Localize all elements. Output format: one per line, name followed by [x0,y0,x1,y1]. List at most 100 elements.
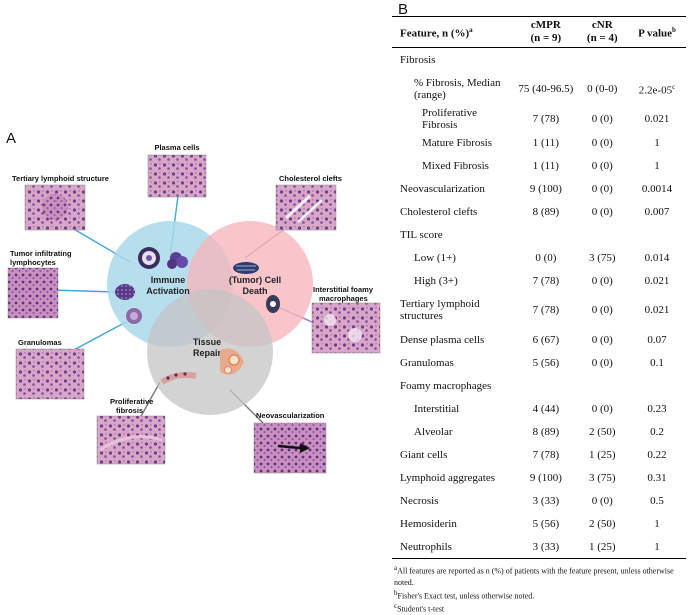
feature-cell: High (3+) [392,269,515,292]
cmpr-cell: 8 (89) [515,200,576,223]
p-value-cell: 0.23 [628,397,686,420]
p-value-cell: 2.2e-05c [628,71,686,107]
cnr-cell-text: 0 (0) [591,113,613,125]
feature-cell: Dense plasma cells [392,328,515,351]
cmpr-cell-text: 1 (11) [532,136,559,149]
feature-cell-text: Alveolar [414,425,453,438]
cnr-cell: 0 (0) [577,269,628,292]
cnr-cell-text: 0 (0) [591,274,613,287]
cnr-cell-text: 0 (0) [591,402,613,415]
interstitial-foamy-label-line2: macrophages [319,294,368,303]
connector-prolif [139,381,161,419]
table-footnotes: aAll features are reported as n (%) of p… [392,563,686,615]
feature-cell-text: Interstitial [414,402,460,415]
cnr-cell-text: 0 (0) [591,333,613,346]
cmpr-cell: 6 (67) [515,328,576,351]
p-value-column-header: P valueb [628,16,686,48]
cnr-cell: 3 (75) [577,246,628,269]
cnr-cell-text: 0 (0) [591,136,613,149]
feature-cell: Fibrosis [392,48,515,72]
lymphocyte-cluster-icon [115,284,135,300]
fibrosis-icon [160,371,197,385]
feature-cell-text: Mature Fibrosis [422,136,492,149]
connector-gran [69,321,127,353]
cmpr-cell-text: 75 (40-96.5) [518,83,574,95]
cmpr-cell: 7 (78) [515,292,576,328]
plasma-cells-image [147,154,207,198]
cmpr-cell-text: 6 (67) [532,333,560,346]
table-row: % Fibrosis, Median (range)75 (40-96.5)0 … [392,71,686,107]
immune-label-line2: Activation [146,286,190,296]
p-value-sup: c [672,83,676,92]
plasma-cell-icon [167,252,188,269]
p-value-cell: 0.31 [628,466,686,489]
p-value-cell: 1 [628,154,686,177]
feature-cell-text: Neutrophils [400,540,452,553]
feature-cell: Foamy macrophages [392,374,515,397]
p-value-cell: 0.22 [628,443,686,466]
proliferative-fibrosis-label-line1: Proliferative [110,397,153,406]
tertiary-lymphoid-structure-image [24,184,86,231]
cmpr-cell: 5 (56) [515,351,576,374]
p-value-cell-text: 0.22 [647,448,667,461]
foamy-macrophage-icon [266,295,280,313]
feature-cell: Interstitial [392,397,515,420]
table-row: Dense plasma cells 6 (67) 0 (0) 0.07 [392,328,686,351]
footnote: aAll features are reported as n (%) of p… [394,563,686,588]
p-value-cell: 0.014 [628,246,686,269]
cmpr-cell: 7 (78) [515,443,576,466]
cholesterol-clefts-image [275,184,337,231]
p-value-cell: 0.1 [628,351,686,374]
feature-header-text: Feature, n (%) [400,27,470,40]
p-value-cell-text: 0.07 [647,333,667,346]
p-value-cell-text: 1 [654,517,660,530]
feature-cell-text: Low (1+) [414,251,456,264]
feature-cell: Tertiary lymphoid structures [392,292,515,328]
p-value-cell: 0.007 [628,200,686,223]
feature-header-sup: a [469,25,473,34]
cmpr-cell: 7 (78) [515,107,576,131]
cmpr-cell-text: 9 (100) [529,182,562,195]
cnr-cell-text: 1 (25) [588,540,616,553]
p-value-cell-text: 1 [654,159,660,172]
cmpr-cell: 9 (100) [515,466,576,489]
cmpr-cell: 8 (89) [515,420,576,443]
p-value-header-text: P value [638,27,672,40]
p-value-cell-text: 0.31 [647,471,667,484]
feature-cell: Cholesterol clefts [392,200,515,223]
cnr-cell: 0 (0-0) [577,71,628,107]
cnr-cell-text: 0 (0) [591,182,613,195]
cnr-cell-text: 0 (0) [591,159,613,172]
feature-cell: Hemosiderin [392,512,515,535]
cnr-cell: 0 (0) [577,328,628,351]
p-value-cell-text: 0.014 [644,251,670,264]
feature-cell: Alveolar [392,420,515,443]
p-value-cell-text: 1 [654,136,660,149]
feature-cell-text: Foamy macrophages [400,379,492,392]
cmpr-cell: 1 (11) [515,154,576,177]
cmpr-cell-text: 5 (56) [532,517,560,530]
cmpr-cell: 9 (100) [515,177,576,200]
cnr-cell: 2 (50) [577,512,628,535]
p-value-cell-text: 0.021 [644,113,670,125]
cnr-cell: 2 (50) [577,420,628,443]
feature-cell-text: Fibrosis [400,53,436,66]
feature-cell: Mixed Fibrosis [392,154,515,177]
p-value-cell-text: 0.5 [650,494,664,507]
footnote: bFisher's Exact test, unless otherwise n… [394,588,686,602]
p-value-cell-text: 0.23 [647,402,667,415]
cnr-cell: 0 (0) [577,489,628,512]
feature-cell-text: TIL score [400,228,443,241]
neovascularization-label: Neovascularization [256,411,325,420]
feature-table: Feature, n (%)a cMPR (n = 9) cNR (n = 4)… [392,16,686,559]
cnr-header-text: cNR [591,19,613,31]
immune-label-line1: Immune [151,275,186,285]
tumor-infiltrating-label-line2: lymphocytes [10,258,56,267]
p-value-cell-text: 0.007 [644,205,670,218]
table-row: Foamy macrophages [392,374,686,397]
